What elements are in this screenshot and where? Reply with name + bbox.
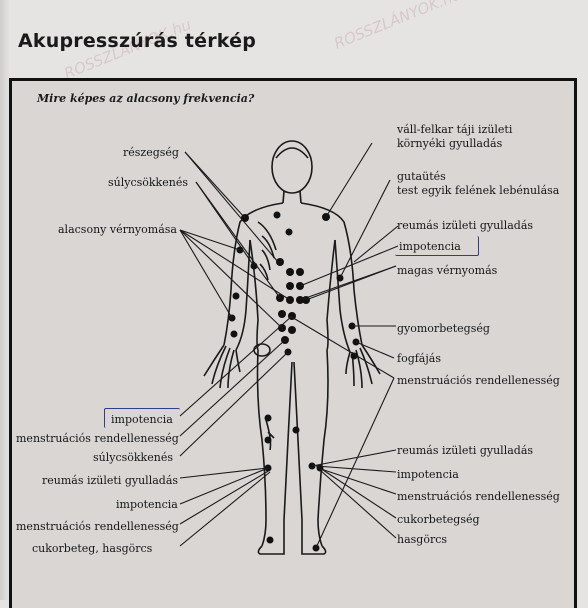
map-subtitle: Mire képes az alacsony frekvencia?: [37, 92, 255, 105]
label-gutautes: gutaütés: [397, 170, 446, 183]
body-outline: [203, 140, 381, 555]
label-impotencia-left-highlighted: impotencia: [111, 413, 173, 426]
label-vall-felkar: váll-felkar táji izületi: [397, 123, 513, 136]
impotencia-highlight-box: [395, 236, 479, 256]
label-reumas-left: reumás izületi gyulladás: [42, 474, 179, 487]
label-fogfajas: fogfájás: [397, 352, 441, 365]
label-gyomorbetegseg: gyomorbetegség: [397, 322, 490, 335]
label-alacsony-vernyomas: alacsony vérnyomása: [58, 223, 177, 236]
label-menstruacios-left: menstruációs rendellenesség: [16, 432, 179, 445]
label-menstruacios-1: menstruációs rendellenesség: [397, 374, 560, 387]
page-edge-shadow: [0, 0, 10, 600]
page-title: Akupresszúrás térkép: [18, 30, 256, 52]
label-sulycsokkenes-left: súlycsökkenés: [93, 451, 173, 464]
label-magas-vernyomas: magas vérnyomás: [397, 264, 498, 277]
label-sulycsokkenes: súlycsökkenés: [108, 176, 188, 189]
label-kornyeki-gyulladas: környéki gyulladás: [397, 137, 503, 150]
acupressure-map-frame: [9, 78, 577, 608]
pointer-lines: [179, 142, 399, 549]
label-impotencia-highlighted: impotencia: [399, 240, 461, 253]
label-test-lebenulasa: test egyik felének lebénulása: [397, 184, 560, 197]
label-hasgorcs: hasgörcs: [397, 533, 448, 546]
label-reszegseg: részegség: [123, 146, 179, 159]
label-cukorbetegseg: cukorbetegség: [397, 513, 480, 526]
label-impotencia-left: impotencia: [116, 498, 178, 511]
label-menstruacios-right-bottom: menstruációs rendellenesség: [397, 490, 560, 503]
label-menstruacios-left-2: menstruációs rendellenesség: [16, 520, 179, 533]
label-reumas-izuleti: reumás izületi gyulladás: [397, 219, 534, 232]
impotencia-left-highlight-box: [104, 408, 180, 428]
label-impotencia-right-bottom: impotencia: [397, 468, 459, 481]
label-reumas-right-bottom: reumás izületi gyulladás: [397, 444, 534, 457]
label-cukorbeteg-hasgorcs: cukorbeteg, hasgörcs: [32, 542, 153, 555]
